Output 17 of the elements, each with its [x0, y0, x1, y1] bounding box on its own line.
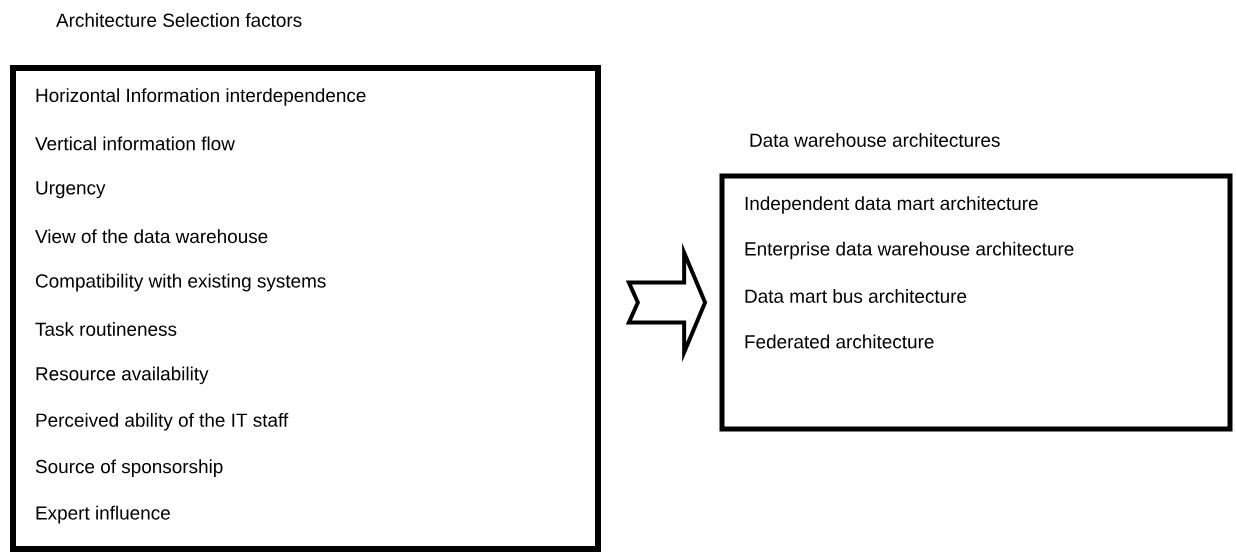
box-heading: Architecture Selection factors [56, 13, 302, 27]
list-item: Task routineness [35, 322, 177, 336]
list-item: Source of sponsorship [35, 459, 223, 477]
list-item: Independent data mart architecture [745, 196, 1038, 214]
list-item: Resource availability [36, 366, 209, 385]
list-item: Data mart bus architecture [745, 289, 967, 303]
list-item: Expert influence [36, 505, 170, 524]
list-item: Federated architecture [745, 334, 934, 349]
box-heading: Data warehouse architectures [750, 133, 1000, 147]
list-item: Perceived ability of the IT staff [36, 412, 289, 431]
chevron-arrow [625, 242, 708, 363]
list-item: Enterprise data warehouse architecture [745, 241, 1074, 260]
list-item: Compatibility with existing systems [35, 273, 326, 292]
list-item: Urgency [36, 181, 106, 199]
list-item: Horizontal Information interdependence [36, 88, 366, 106]
list-item: Vertical information flow [35, 136, 235, 151]
list-item: View of the data warehouse [35, 229, 268, 244]
